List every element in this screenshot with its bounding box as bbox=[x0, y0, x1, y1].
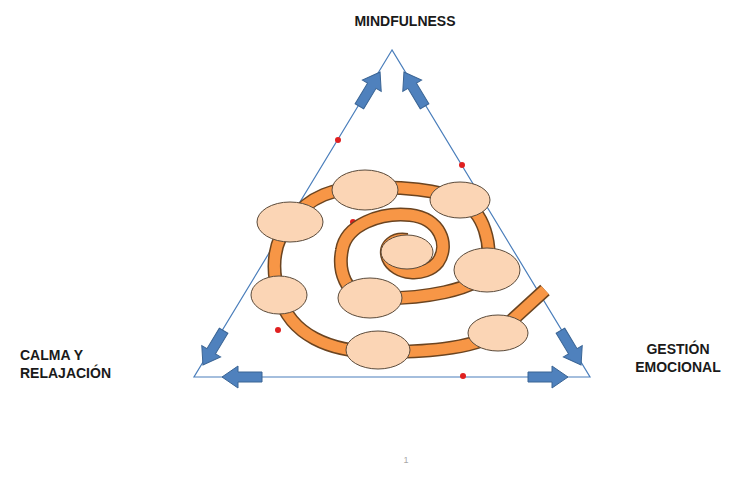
step-ellipse bbox=[381, 235, 433, 269]
step-ellipse bbox=[251, 276, 307, 314]
red-dot bbox=[335, 137, 341, 143]
step-ellipse bbox=[454, 248, 520, 292]
step-ellipse bbox=[468, 315, 528, 351]
block-arrow bbox=[551, 325, 590, 371]
block-arrow bbox=[350, 66, 389, 112]
block-arrow bbox=[194, 325, 233, 371]
red-dot bbox=[275, 327, 281, 333]
block-arrow bbox=[222, 366, 262, 388]
block-arrow bbox=[528, 366, 568, 388]
red-dot bbox=[459, 162, 465, 168]
ellipse-group bbox=[251, 170, 528, 369]
step-ellipse bbox=[257, 202, 323, 242]
vertex-label: MINDFULNESS bbox=[320, 12, 490, 30]
triangle-outline bbox=[194, 50, 590, 377]
step-ellipse bbox=[430, 182, 490, 218]
step-ellipse bbox=[338, 278, 402, 318]
red-dot bbox=[460, 373, 466, 379]
vertex-label: CALMA Y RELAJACIÓN bbox=[20, 346, 128, 382]
step-ellipse bbox=[332, 170, 398, 210]
page-number: 1 bbox=[393, 455, 419, 467]
block-arrow bbox=[395, 66, 434, 112]
step-ellipse bbox=[346, 331, 410, 369]
arrow-group bbox=[194, 66, 591, 388]
vertex-label: GESTIÓN EMOCIONAL bbox=[622, 340, 734, 376]
